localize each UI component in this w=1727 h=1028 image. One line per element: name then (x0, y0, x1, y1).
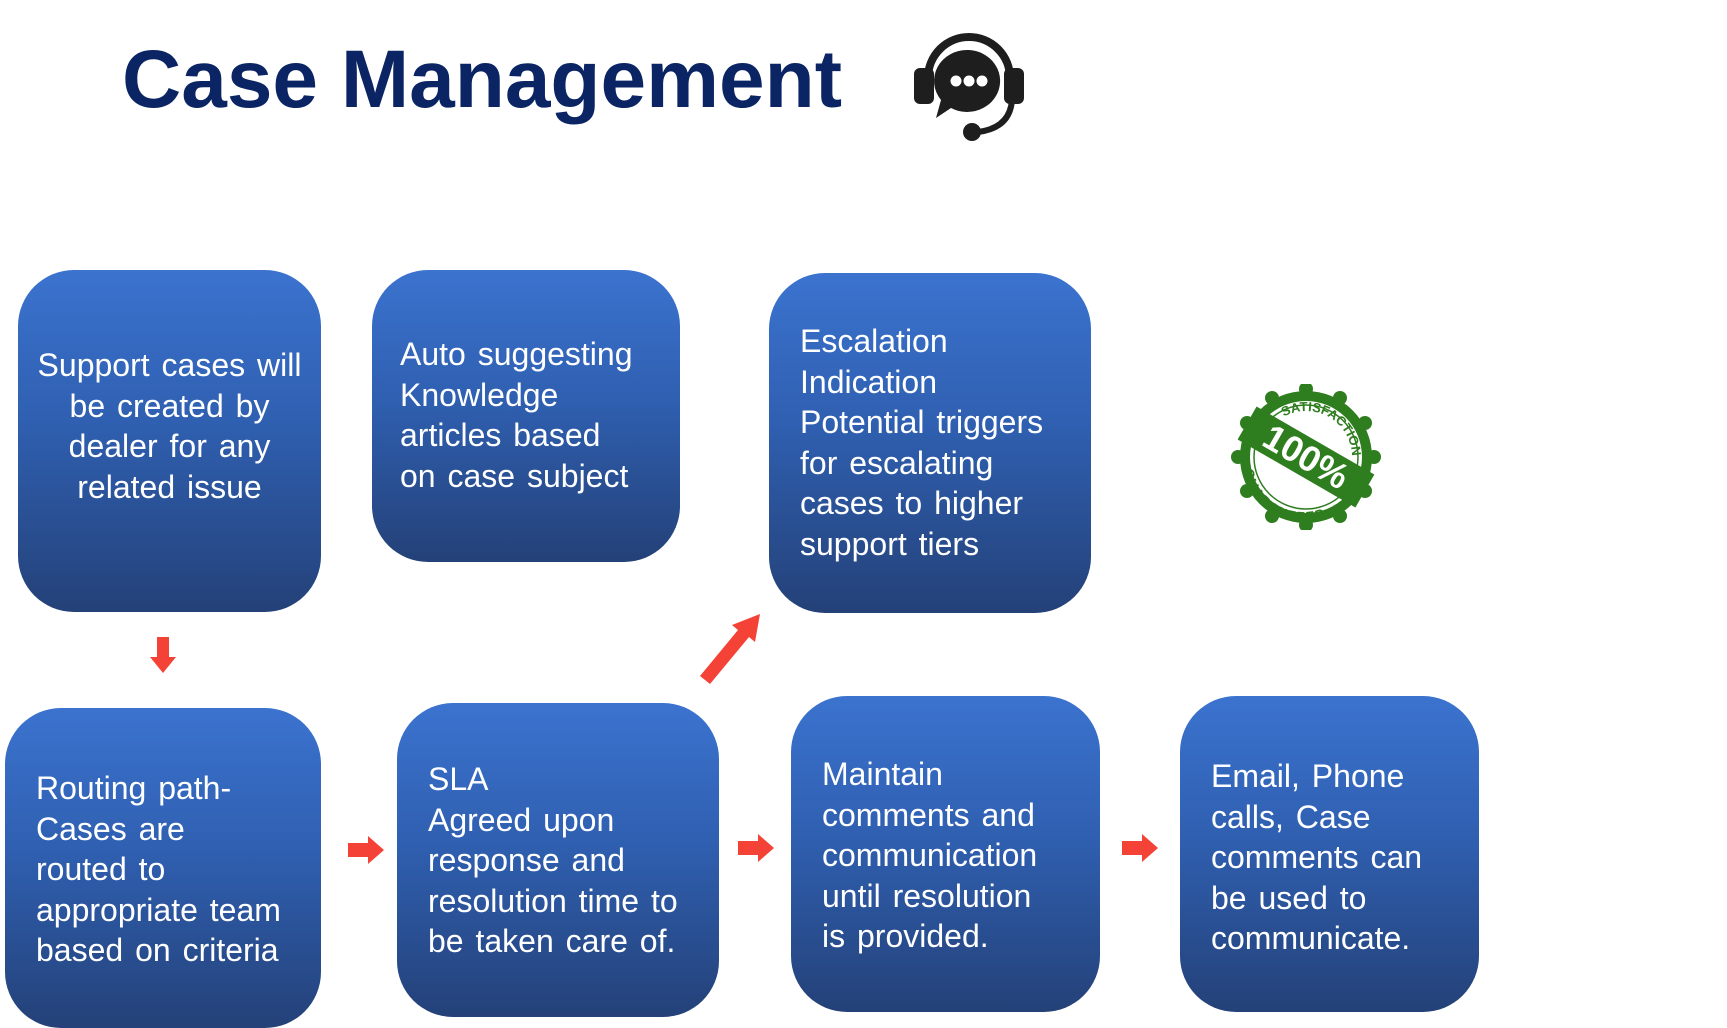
arrow-right-icon (738, 834, 774, 862)
box-line: communicate. (1211, 920, 1411, 956)
box-line: is provided. (822, 918, 989, 954)
box-line: Auto suggesting (400, 336, 633, 372)
box-line: Potential triggers (800, 404, 1044, 440)
flow-box-routing: Routing path- Cases are routed to approp… (5, 708, 321, 1028)
box-line: calls, Case (1211, 798, 1371, 835)
box-line: on case subject (400, 457, 629, 494)
arrow-up-right-icon (700, 614, 760, 684)
box-line: support tiers (800, 525, 980, 562)
box-line: articles based (400, 417, 601, 453)
flow-box-communication: Maintain comments and communication unti… (791, 696, 1100, 1012)
box-line: related issue (77, 468, 262, 505)
page-title: Case Management (122, 34, 843, 125)
box-line: Knowledge (400, 376, 559, 413)
box-line: Support cases will (37, 347, 302, 383)
box-line: Maintain (822, 756, 943, 792)
box-line: Indication (800, 363, 937, 400)
satisfaction-guaranteed-badge: 100% SATISFACTION GUARANTEED (1230, 384, 1381, 530)
box-line: resolution time to (428, 882, 678, 919)
box-line: Cases are (36, 810, 185, 847)
box-line: based on criteria (36, 932, 279, 968)
box-line: for escalating (800, 444, 994, 481)
box-line: routed to (36, 851, 166, 887)
box-line: Email, Phone (1211, 758, 1405, 794)
box-line: Escalation (800, 323, 948, 359)
box-line: comments and (822, 796, 1035, 833)
box-line: Agreed upon (428, 801, 615, 838)
box-line: comments can (1211, 839, 1423, 875)
box-line: be used to (1211, 879, 1367, 916)
flow-box-knowledge-articles: Auto suggesting Knowledge articles based… (372, 270, 680, 562)
box-line: appropriate team (36, 891, 281, 928)
box-line: until resolution (822, 877, 1032, 914)
arrow-right-icon (348, 836, 384, 864)
box-line: communication (822, 837, 1038, 873)
box-line: be created by (69, 387, 270, 424)
arrow-down-icon (150, 637, 176, 673)
box-line: dealer for any (68, 428, 271, 464)
flow-box-escalation: Escalation Indication Potential triggers… (769, 273, 1091, 613)
box-line: SLA (428, 761, 489, 797)
flow-box-sla: SLA Agreed upon response and resolution … (397, 703, 719, 1017)
box-line: cases to higher (800, 485, 1024, 521)
arrow-right-icon (1122, 834, 1158, 862)
flow-box-channels: Email, Phone calls, Case comments can be… (1180, 696, 1479, 1012)
customer-support-headset-icon (914, 33, 1024, 141)
box-line: response and (428, 842, 625, 878)
box-line: Routing path- (36, 770, 232, 806)
flow-box-case-creation: Support cases will be created by dealer … (18, 270, 321, 612)
box-line: be taken care of. (428, 923, 676, 959)
